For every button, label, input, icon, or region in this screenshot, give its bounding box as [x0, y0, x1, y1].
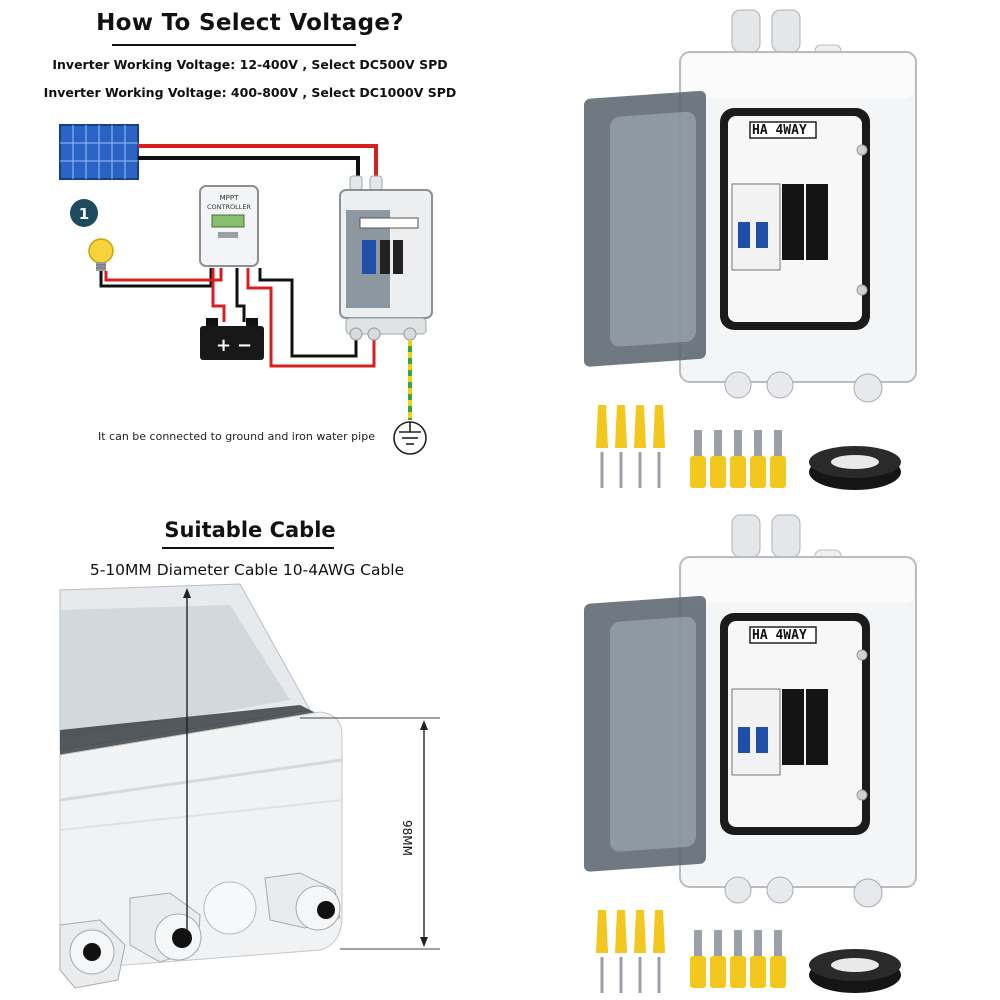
title-underline: [112, 44, 356, 46]
solar-panel-icon: [59, 124, 139, 180]
battery-minus-sign: −: [237, 335, 252, 356]
wire-connector-icon: [690, 430, 786, 488]
product-photo-bottom: [584, 514, 917, 993]
insulation-tape-icon: [809, 949, 901, 993]
cable-title: Suitable Cable: [164, 518, 336, 542]
blank-plug-icon: [203, 881, 257, 935]
combiner-box-icon: [339, 175, 433, 341]
voltage-rule-2: Inverter Working Voltage: 400-800V , Sel…: [43, 85, 457, 100]
wiring-diagram: 1 MPPT CONTROLLER + −: [59, 124, 433, 455]
product-label: HA 4WAY: [752, 123, 807, 138]
enclosure-closeup: [59, 583, 440, 989]
controller-label-1: MPPT: [220, 194, 239, 202]
insulation-tape-icon: [809, 446, 901, 490]
cable-gland-icon: [59, 919, 126, 989]
light-bulb-icon: [88, 238, 114, 271]
step-badge-number: 1: [79, 205, 89, 223]
enclosure-body: [584, 9, 917, 403]
voltage-guide-title: How To Select Voltage?: [96, 10, 404, 36]
step-badge: [70, 199, 98, 227]
height-dimension: 98MM: [400, 820, 414, 856]
cable-title-underline: [162, 547, 334, 549]
cable-gland-icon: [129, 892, 202, 963]
ground-note: It can be connected to ground and iron w…: [98, 430, 375, 443]
wall-anchor-icon: [596, 405, 665, 488]
wall-anchor-icon: [596, 910, 665, 993]
ground-symbol-icon: [393, 421, 427, 455]
mppt-controller-icon: [199, 185, 259, 267]
battery-icon: [200, 318, 264, 360]
product-label: HA 4WAY: [752, 628, 807, 643]
voltage-rule-1: Inverter Working Voltage: 12-400V , Sele…: [52, 57, 448, 72]
battery-plus-sign: +: [216, 335, 231, 356]
cable-spec: 5-10MM Diameter Cable 10-4AWG Cable: [89, 561, 405, 579]
controller-label-2: CONTROLLER: [207, 203, 251, 211]
enclosure-body: [584, 514, 917, 908]
cable-gland-icon: [264, 872, 341, 931]
product-photo-top: [584, 9, 917, 490]
wire-connector-icon: [690, 930, 786, 988]
